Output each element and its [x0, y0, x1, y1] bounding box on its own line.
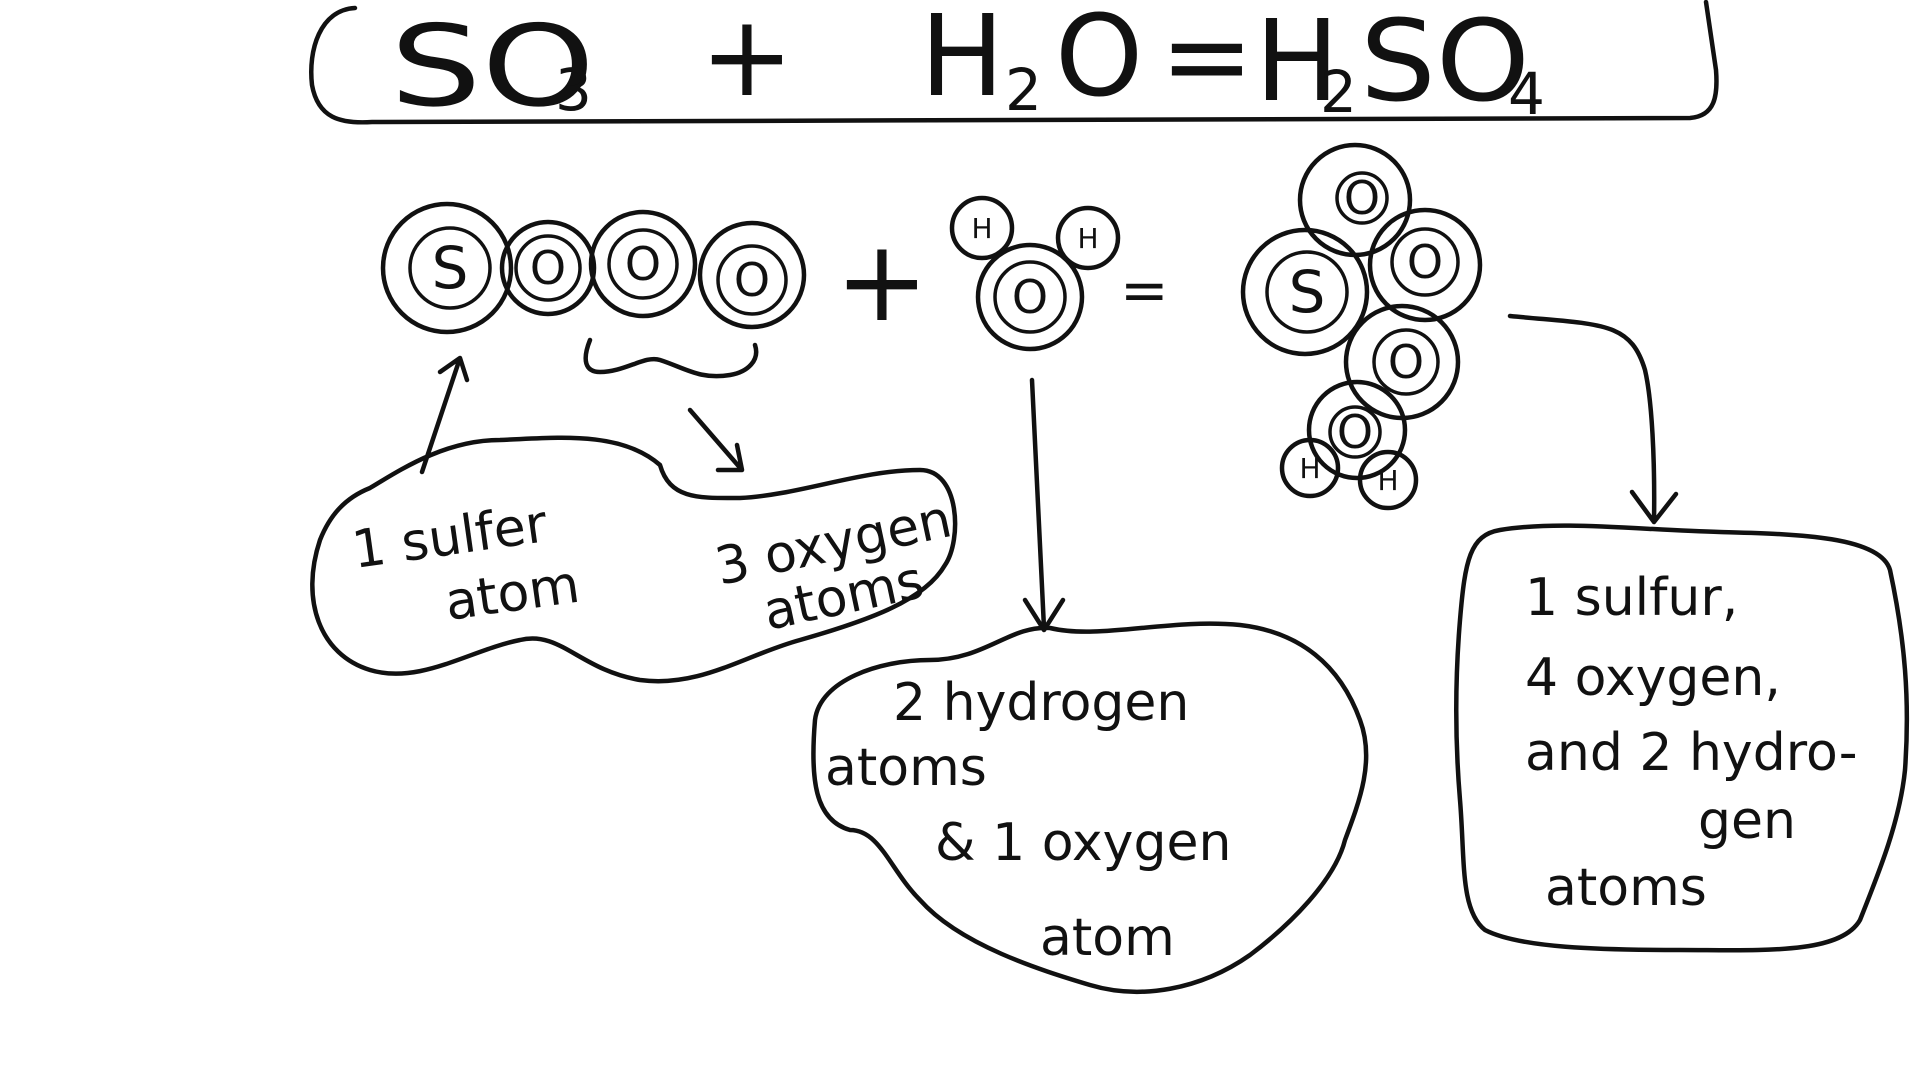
atom-label-product-hydrogen-2: H	[1377, 464, 1398, 497]
arrow-to-product-callout	[1507, 313, 1679, 525]
oxygen-grouping-brace	[583, 337, 759, 379]
callout-product-line-2: 4 oxygen,	[1525, 648, 1781, 708]
h2o-callout-cloud	[811, 621, 1369, 994]
atom-label-product-oxygen-low: O	[1337, 405, 1373, 459]
callout-product-line-5: atoms	[1545, 858, 1707, 918]
atom-label-hydrogen-1: H	[971, 212, 992, 245]
atom-circle-water-oxygen	[975, 242, 1085, 352]
atom-circle-sulfur	[380, 201, 514, 335]
atom-circle-oxygen-1	[499, 219, 597, 317]
callout-water-line-2: atoms	[825, 738, 987, 798]
equation-plus-sign: +	[700, 0, 794, 122]
equation-h2so4-subscript-2: 2	[1320, 58, 1357, 126]
h2so4-callout: 1 sulfur, 4 oxygen, and 2 hydro- gen ato…	[1454, 523, 1910, 953]
equation-box: SO 3 + H 2 O = H 2 SO 4	[309, 0, 1719, 132]
equation-box-outline	[309, 0, 1719, 125]
equation-h2o-subscript: 2	[1005, 56, 1042, 124]
atom-inner-circle-water-oxygen	[993, 260, 1067, 334]
atom-label-water-oxygen: O	[1012, 270, 1048, 324]
atom-circle-oxygen-2	[588, 209, 698, 319]
h2o-callout: 2 hydrogen atoms & 1 oxygen atom	[811, 621, 1369, 994]
atom-inner-circle-sulfur	[408, 226, 492, 310]
atom-circle-product-sulfur	[1240, 227, 1370, 357]
atom-inner-circle-oxygen-1	[514, 234, 582, 302]
atom-inner-circle-oxygen-3	[716, 244, 788, 316]
atom-circle-oxygen-3	[697, 220, 807, 330]
callout-product-line-4: gen	[1698, 791, 1796, 851]
callout-sulfur-line-2: atom	[441, 555, 583, 633]
h2so4-callout-cloud	[1454, 523, 1910, 953]
atom-inner-circle-product-oxygen-low	[1328, 405, 1382, 459]
arrow-to-water-callout	[1022, 377, 1066, 633]
atom-label-oxygen-1: O	[530, 241, 566, 295]
callout-water-line-1: 2 hydrogen	[893, 673, 1189, 733]
callout-product-line-3: and 2 hydro-	[1525, 723, 1858, 783]
atom-label-oxygen-3: O	[734, 253, 770, 307]
so3-molecule: S O O O	[380, 201, 807, 475]
h2o-molecule: H H O	[949, 195, 1121, 633]
equation-h2so4-subscript-4: 4	[1508, 60, 1545, 128]
atom-label-sulfur: S	[432, 234, 469, 302]
atom-circle-hydrogen-1	[949, 195, 1015, 261]
drawing-plus-sign: +	[835, 217, 929, 347]
h2so4-molecule: O S O O O H H	[1240, 142, 1679, 525]
callout-product-line-1: 1 sulfur,	[1525, 568, 1738, 628]
atom-label-oxygen-2: O	[625, 237, 661, 291]
equation-equals-sign: =	[1160, 0, 1254, 122]
atom-inner-circle-oxygen-2	[607, 228, 679, 300]
atom-label-hydrogen-2: H	[1077, 222, 1098, 255]
atom-circle-product-oxygen-low	[1306, 379, 1408, 481]
equation-h2so4-so: SO	[1360, 0, 1530, 127]
atom-label-product-oxygen-mid: O	[1388, 335, 1424, 389]
callout-water-line-4: atom	[1040, 908, 1175, 968]
atom-circle-product-hydrogen-2	[1357, 449, 1419, 511]
atom-label-product-oxygen-top: O	[1344, 171, 1380, 225]
equation-so3: SO	[390, 2, 595, 132]
equation-so3-subscript: 3	[555, 56, 592, 124]
atom-label-product-oxygen-right: O	[1407, 235, 1443, 289]
equation-h2o-o: O	[1055, 0, 1143, 122]
so3-callout: 1 sulfer atom 3 oxygen atoms	[310, 435, 958, 684]
atom-circle-product-hydrogen-1	[1279, 437, 1341, 499]
so3-callout-cloud	[310, 435, 958, 684]
atom-inner-circle-product-oxygen-mid	[1372, 328, 1440, 396]
atom-inner-circle-product-sulfur	[1265, 250, 1349, 334]
atom-label-product-sulfur: S	[1289, 258, 1326, 326]
arrow-to-oxygen-callout	[687, 407, 745, 473]
atom-inner-circle-product-oxygen-top	[1335, 171, 1389, 225]
atom-circle-product-oxygen-right	[1367, 207, 1483, 323]
atom-inner-circle-product-oxygen-right	[1390, 227, 1460, 297]
equation-h2o-h: H	[920, 0, 1004, 122]
atom-label-product-hydrogen-1: H	[1299, 452, 1320, 485]
callout-water-line-3: & 1 oxygen	[935, 813, 1231, 873]
equation-h2so4-h: H	[1255, 0, 1339, 127]
drawing-equals-sign: =	[1120, 256, 1169, 324]
atom-circle-hydrogen-2	[1055, 205, 1121, 271]
arrow-to-sulfur	[419, 355, 470, 475]
